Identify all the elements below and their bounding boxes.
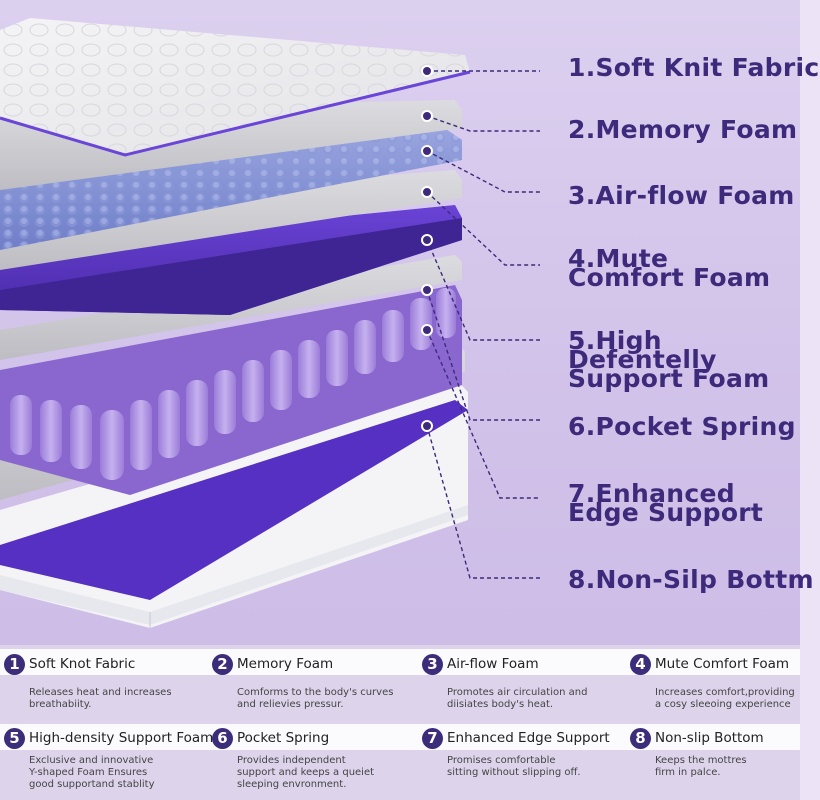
- feature-description: Comforms to the body's curves and reliev…: [237, 687, 394, 710]
- feature-description: Releases heat and increases breathabiity…: [29, 687, 172, 710]
- number-badge-icon: 3: [422, 653, 443, 675]
- feature-title: Pocket Spring: [237, 730, 330, 746]
- feature-title: Memory Foam: [237, 656, 334, 672]
- callout-dots: [421, 65, 433, 432]
- feature-description: Keeps the mottres firm in palce.: [655, 755, 747, 778]
- feature-description: Promotes air circulation and diisiates b…: [447, 687, 588, 710]
- callout-leaders: [426, 70, 540, 579]
- feature-title: Mute Comfort Foam: [655, 656, 790, 672]
- feature-description: Promises comfortable sitting without sli…: [447, 755, 581, 778]
- feature-band-bottom: [0, 724, 800, 750]
- mattress-illustration: [0, 18, 540, 628]
- hero-panel: 1.Soft Knit Fabric 2.Memory Foam 3.Air-f…: [0, 0, 819, 645]
- feature-title: Non-slip Bottom: [655, 730, 764, 746]
- number-badge-icon: 8: [630, 727, 651, 749]
- number-badge-icon: 2: [212, 653, 233, 675]
- label-soft-knit-fabric: 1.Soft Knit Fabric: [568, 53, 820, 82]
- feature-description: Provides independent support and keeps a…: [237, 755, 375, 790]
- number-badge-icon: 7: [422, 727, 443, 749]
- number-badge-icon: 5: [4, 727, 25, 749]
- label-non-slip-bottom: 8.Non-Silp Bottm: [568, 565, 814, 594]
- feature-description: Increases comfort,providing a cosy sleeo…: [655, 687, 795, 710]
- label-pocket-spring: 6.Pocket Spring: [568, 412, 796, 441]
- mute-comfort-foam-layer: [0, 205, 462, 315]
- air-flow-foam-layer: [0, 170, 462, 270]
- feature-title: Air-flow Foam: [447, 656, 539, 672]
- feature-description: Exclusive and innovative Y-shaped Foam E…: [29, 755, 155, 790]
- number-badge-icon: 6: [212, 727, 233, 749]
- label-memory-foam: 2.Memory Foam: [568, 115, 798, 144]
- label-mute-comfort-foam: 4.Mute Comfort Foam: [568, 244, 771, 292]
- label-edge-support: 7.Enhanced Edge Support: [568, 479, 764, 527]
- feature-title: Enhanced Edge Support: [447, 730, 610, 746]
- feature-title: High-density Support Foam: [29, 730, 214, 746]
- label-air-flow-foam: 3.Air-flow Foam: [568, 181, 795, 210]
- pocket-spring-layer: [0, 285, 462, 495]
- non-slip-bottom-layer: [0, 378, 468, 628]
- feature-band-top: [0, 649, 800, 675]
- number-badge-icon: 4: [630, 653, 651, 675]
- feature-title: Soft Knot Fabric: [29, 656, 136, 672]
- soft-knit-fabric-layer: [0, 18, 471, 157]
- number-badge-icon: 1: [4, 653, 25, 675]
- label-support-foam: 5.High Defentelly Support Foam: [568, 326, 770, 393]
